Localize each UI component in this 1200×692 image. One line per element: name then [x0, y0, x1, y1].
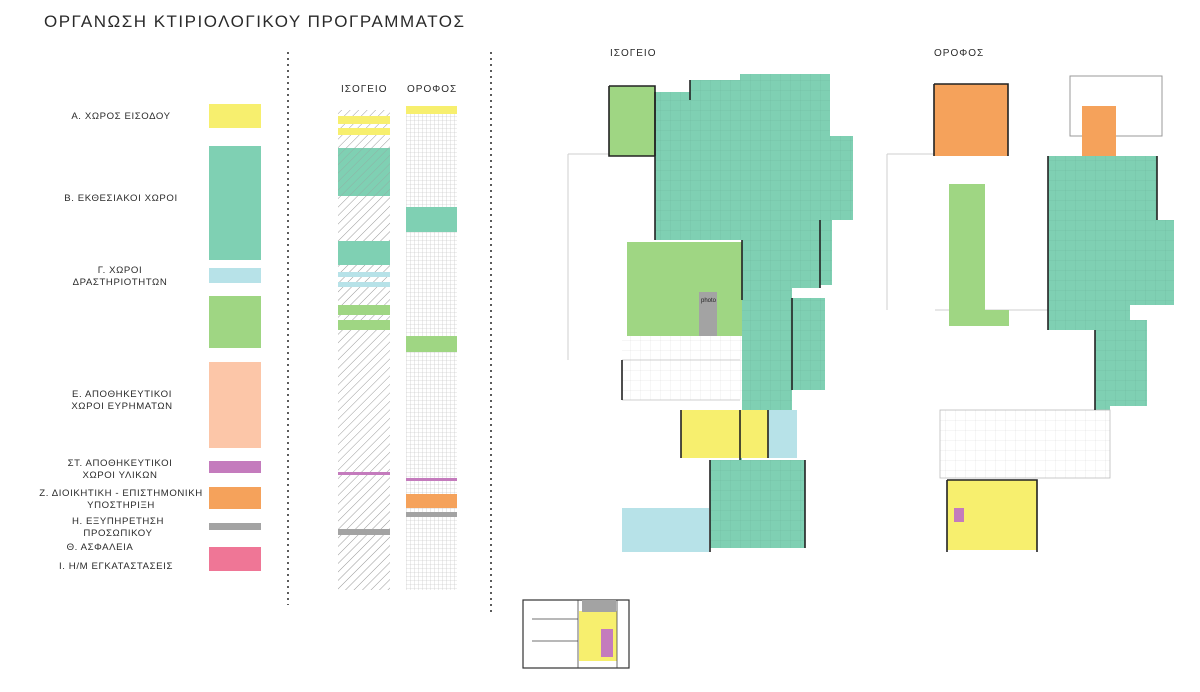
upper-admin	[406, 494, 457, 508]
upper-storage-materials	[406, 478, 457, 481]
ground-entrance-1	[338, 116, 390, 124]
ground-floor-plan: photo	[567, 74, 853, 552]
legend-label-entrance: Α. ΧΩΡΟΣ ΕΙΣΟΔΟΥ	[71, 111, 171, 122]
upper-staff	[406, 512, 457, 517]
ground-column	[338, 110, 390, 590]
column-header-upper: ΟΡΟΦΟΣ	[407, 84, 458, 95]
upper-room-storage	[954, 508, 964, 522]
inset-zone-storage	[601, 629, 613, 657]
ground-zone-activities-mid	[627, 242, 742, 336]
ground-exhibition-1-hatch	[338, 148, 390, 196]
ground-zone-activities-top	[609, 86, 655, 156]
legend-label-storage-materials: ΣΤ. ΑΠΟΘΗΚΕΥΤΙΚΟΙ ΧΩΡΟΙ ΥΛΙΚΩΝ	[67, 458, 173, 481]
legend-swatch-staff	[209, 523, 261, 530]
upper-activities-green	[406, 336, 457, 352]
upper-column	[406, 106, 457, 590]
page-title: ΟΡΓΑΝΩΣΗ ΚΤΙΡΙΟΛΟΓΙΚΟΥ ΠΡΟΓΡΑΜΜΑΤΟΣ	[44, 12, 466, 31]
legend-swatch-exhibition	[209, 146, 261, 260]
legend-swatch-storage-materials	[209, 461, 261, 473]
legend-swatch-admin	[209, 487, 261, 509]
legend-swatch-activities-green	[209, 296, 261, 348]
ground-room-staff	[699, 292, 717, 336]
legend-label-staff: Η. ΕΞΥΠΗΡΕΤΗΣΗ ΠΡΟΣΩΠΙΚΟΥ	[72, 516, 164, 539]
ground-staff	[338, 529, 390, 535]
ground-zone-activities-blue-right	[768, 410, 797, 458]
legend-swatch-activities	[209, 268, 261, 283]
ground-stairs	[622, 336, 742, 400]
ground-activities-2	[338, 282, 390, 287]
ground-zone-activities-blue	[622, 508, 709, 552]
ground-entrance-2	[338, 128, 390, 135]
legend-label-security: Θ. ΑΣΦΑΛΕΙΑ	[66, 542, 134, 553]
ground-storage-materials	[338, 472, 390, 475]
ground-zone-entrance	[681, 410, 768, 458]
legend-swatch-storage-finds	[209, 362, 261, 448]
inset-zone-staff	[582, 600, 616, 612]
ground-activities-1	[338, 272, 390, 277]
legend-swatch-entrance	[209, 104, 261, 128]
legend-label-activities: Γ. ΧΩΡΟΙ ΔΡΑΣΤΗΡΙΟΤΗΤΩΝ	[72, 265, 168, 288]
legend-label-exhibition: Β. ΕΚΘΕΣΙΑΚΟΙ ΧΩΡΟΙ	[64, 193, 178, 204]
inset-plan	[522, 599, 630, 669]
inset-frame	[522, 599, 630, 669]
column-header-ground: ΙΣΟΓΕΙΟ	[341, 84, 388, 95]
plan-title-upper: ΟΡΟΦΟΣ	[934, 48, 985, 59]
upper-zone-activities-foot	[949, 310, 1009, 326]
ground-exhibition-2	[338, 241, 390, 265]
upper-zone-admin-right	[1082, 106, 1116, 156]
legend-label-mech: Ι. Η/Μ ΕΓΚΑΤΑΣΤΑΣΕΙΣ	[59, 561, 173, 572]
ground-activities-green-2	[338, 320, 390, 330]
ground-activities-green-1	[338, 305, 390, 315]
ground-room-tag: photo	[701, 298, 717, 304]
program-columns	[338, 106, 457, 590]
legend-label-admin: Ζ. ΔΙΟΙΚΗΤΙΚΗ - ΕΠΙΣΤΗΜΟΝΙΚΗ ΥΠΟΣΤΗΡΙΞΗ	[39, 488, 203, 511]
legend-label-storage-finds: Ε. ΑΠΟΘΗΚΕΥΤΙΚΟΙ ΧΩΡΟΙ ΕΥΡΗΜΑΤΩΝ	[71, 389, 173, 412]
plan-title-ground: ΙΣΟΓΕΙΟ	[610, 48, 657, 59]
upper-floor-plan	[886, 75, 1174, 552]
legend-swatch-mech	[209, 547, 261, 571]
upper-exhibition	[406, 207, 457, 232]
upper-terrace	[939, 409, 1111, 479]
upper-zone-activities	[949, 184, 985, 326]
upper-zone-admin	[934, 84, 1008, 156]
upper-entrance	[406, 106, 457, 114]
